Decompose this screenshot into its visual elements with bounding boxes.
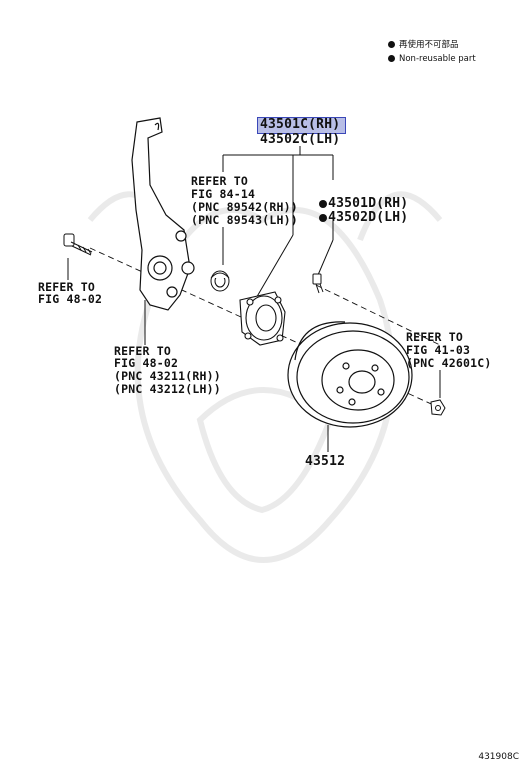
ref-fig41-link[interactable]: FIG 41-03: [406, 343, 471, 357]
rotor-screw: [430, 399, 446, 416]
non-reusable-icon: [319, 200, 328, 208]
ref-fig48a-line1: REFER TO: [38, 280, 95, 294]
part-hub-rh[interactable]: 43501C(RH): [260, 117, 341, 132]
knuckle-bolt: [63, 233, 93, 256]
steering-knuckle: [131, 117, 195, 311]
part-rotor[interactable]: 43512: [305, 454, 346, 469]
brake-disc-rotor: [287, 321, 413, 428]
leader-lines: [67, 146, 441, 452]
ref-fig48a-link[interactable]: FIG 48-02: [38, 292, 103, 306]
non-reusable-icon: [319, 214, 328, 222]
ref-fig84-pnc-rh: (PNC 89542(RH)): [191, 200, 298, 214]
hub-bearing: [239, 291, 286, 346]
ref-fig84-link[interactable]: FIG 84-14: [191, 187, 256, 201]
part-bolt-lh[interactable]: 43502D(LH): [303, 197, 408, 225]
ref-fig48b-pnc-lh: (PNC 43212(LH)): [114, 382, 221, 396]
ref-fig48b-pnc-rh: (PNC 43211(RH)): [114, 369, 221, 383]
part-hub-lh[interactable]: 43502C(LH): [260, 132, 341, 147]
ref-fig84-pnc-lh: (PNC 89543(LH)): [191, 213, 298, 227]
legend-non-reusable-en: Non-reusable part: [388, 54, 476, 65]
bullet-icon: [388, 41, 395, 48]
legend-non-reusable-jp: 再使用不可部品: [388, 40, 459, 51]
selected-part-highlight: [257, 117, 346, 134]
part-bolt-rh[interactable]: 43501D(RH): [303, 183, 408, 211]
ref-fig41-line1: REFER TO: [406, 330, 463, 344]
figure-id: 431908C: [478, 752, 519, 762]
ref-fig48b-link[interactable]: FIG 48-02: [114, 356, 179, 370]
bullet-icon: [388, 55, 395, 62]
hub-nut: [210, 270, 230, 292]
hub-bolt: [312, 273, 324, 294]
ref-fig84-line1: REFER TO: [191, 174, 248, 188]
ref-fig48b-line1: REFER TO: [114, 344, 171, 358]
ref-fig41-pnc: (PNC 42601C): [406, 356, 492, 370]
